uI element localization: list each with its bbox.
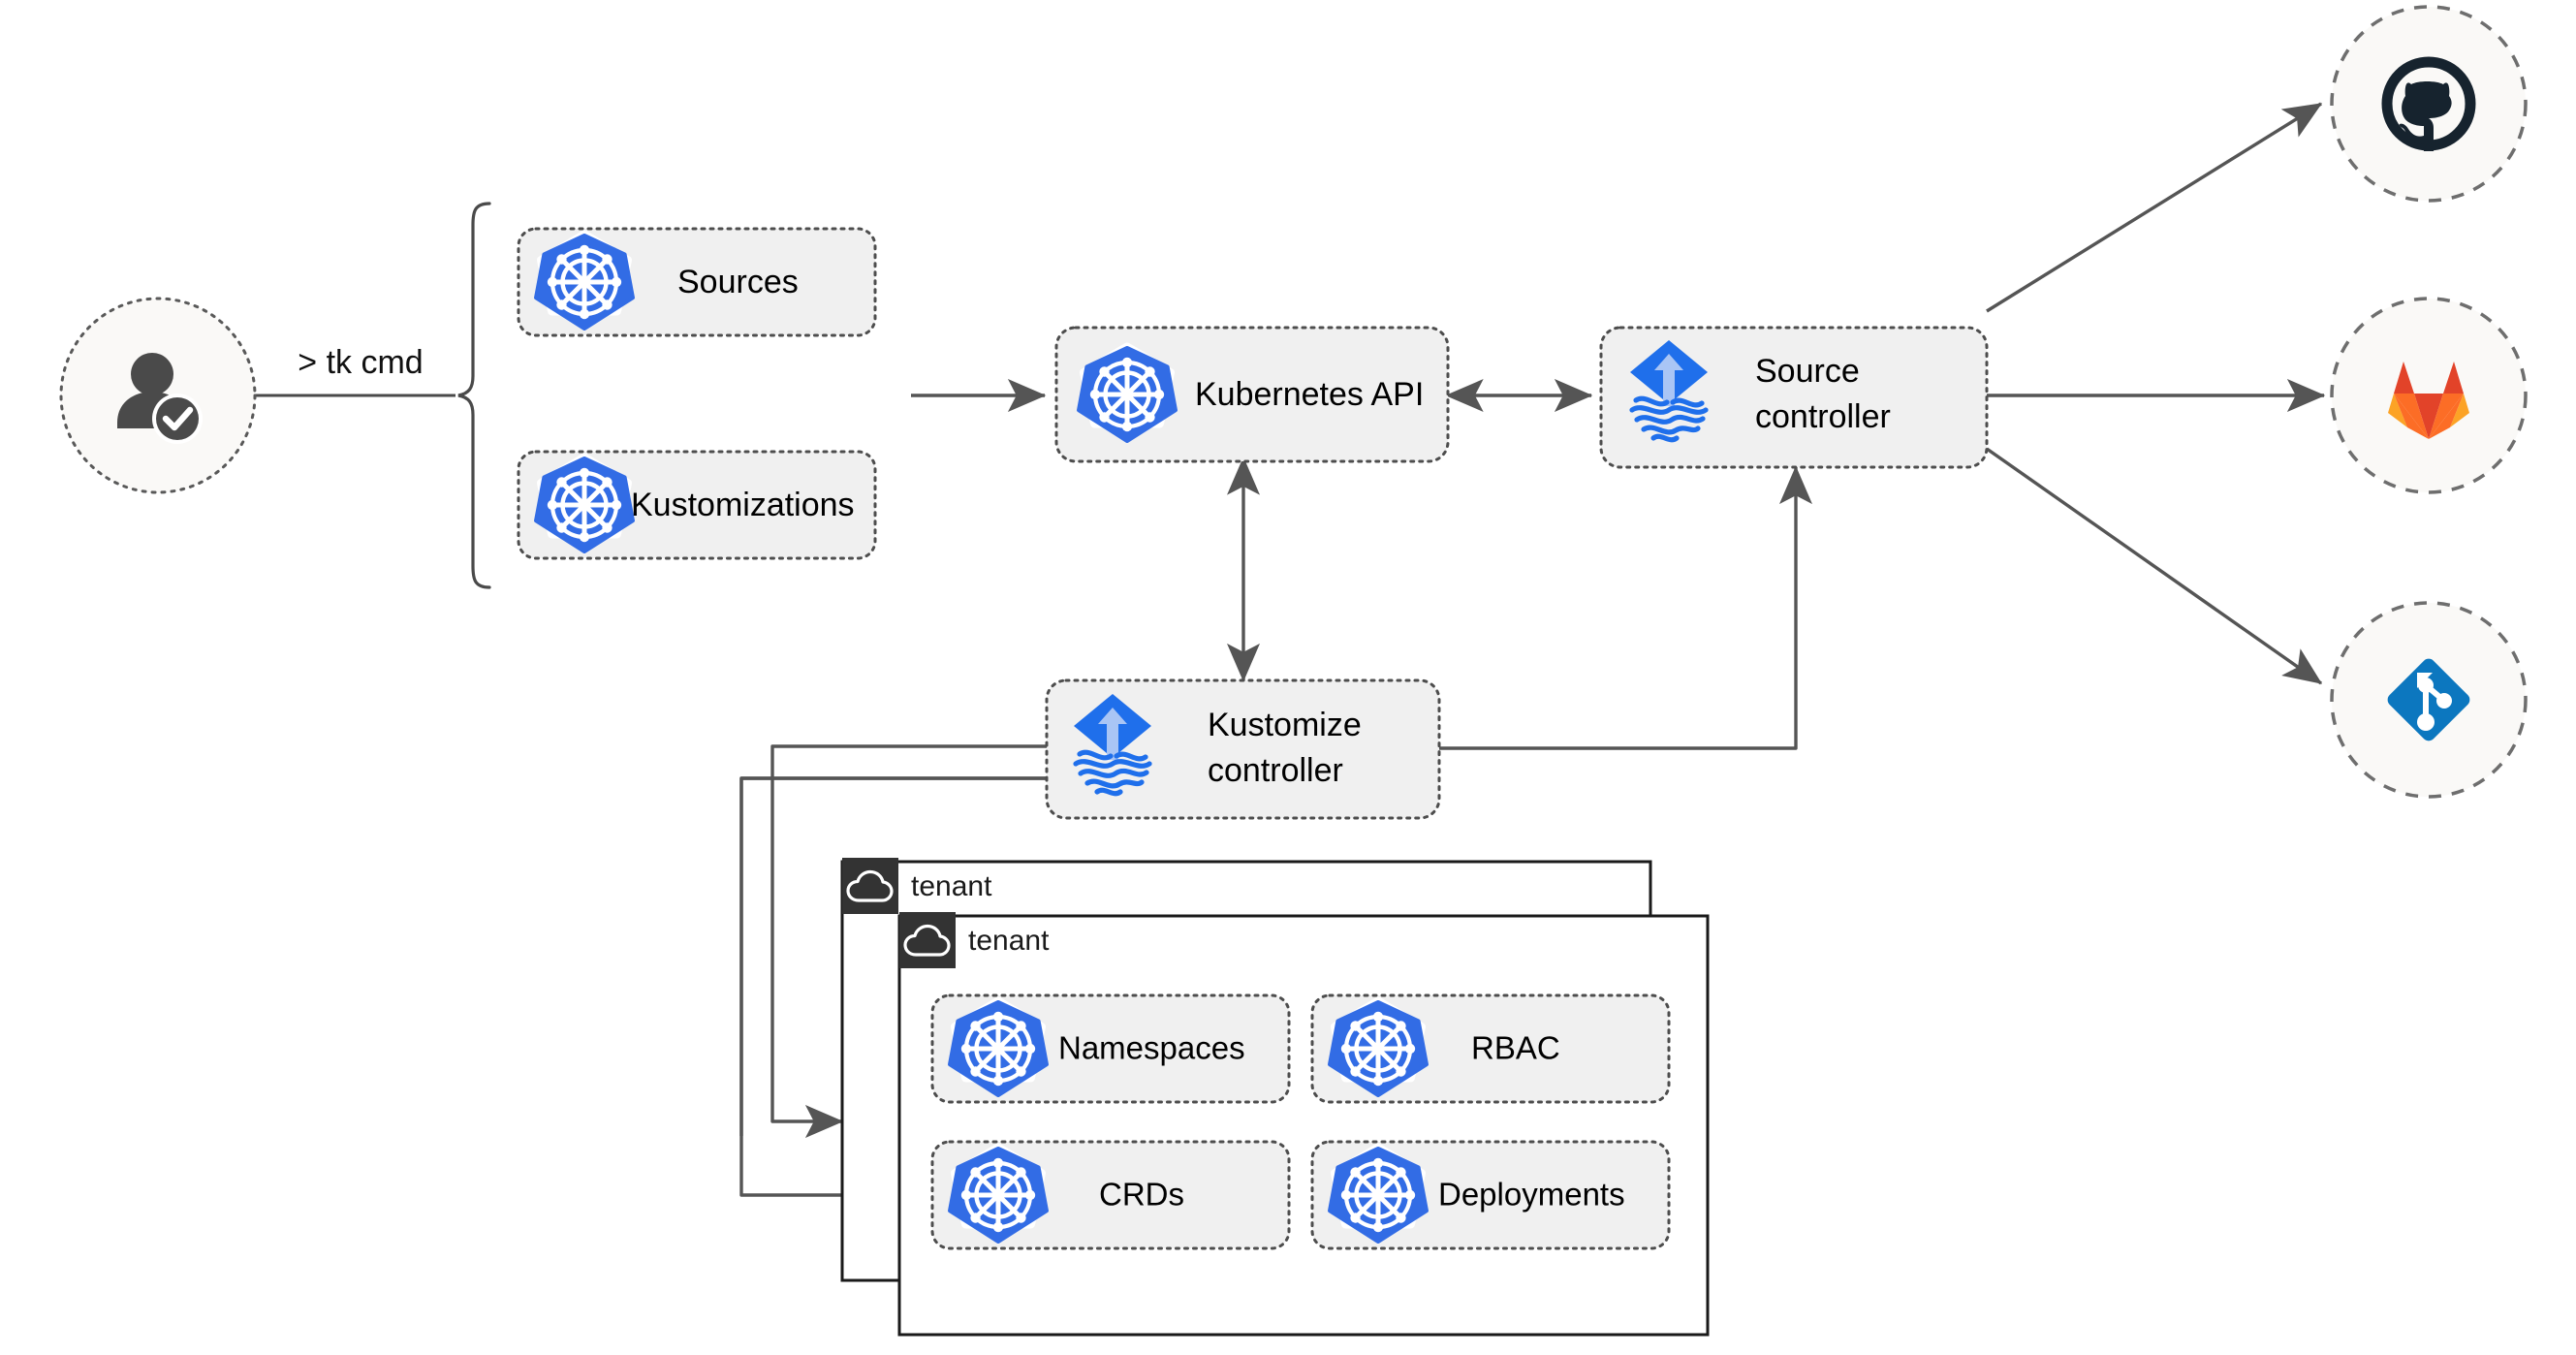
node-source-controller[interactable]: Source controller (1599, 326, 1989, 469)
resource-box-namespaces[interactable]: Namespaces (930, 993, 1291, 1104)
crd-box-sources[interactable]: Sources (517, 227, 877, 337)
user-actor[interactable] (59, 297, 257, 494)
connector-kustomize-to-tenant-back (770, 744, 1052, 1139)
crd-box-kustomizations[interactable]: Kustomizations (517, 450, 877, 560)
connector-kustomize-to-source-controller (1439, 465, 1813, 750)
tenant-label-front: tenant (968, 925, 1050, 957)
tenant-label-back: tenant (911, 870, 992, 902)
resource-label-namespaces: Namespaces (1058, 1030, 1245, 1066)
resource-label-deployments: Deployments (1438, 1177, 1625, 1213)
connector-source-controller-to-github (1986, 102, 2323, 313)
node-label-source-controller-line2: controller (1755, 398, 1891, 435)
resource-box-rbac[interactable]: RBAC (1310, 993, 1671, 1104)
node-label-kustomize-controller-line1: Kustomize (1208, 707, 1362, 743)
crd-label-sources: Sources (677, 264, 799, 300)
git-provider-github[interactable] (2330, 5, 2528, 203)
node-label-source-controller-line1: Source (1755, 353, 1860, 390)
git-provider-azure-repos[interactable] (2330, 601, 2528, 799)
connector-kustomize-to-tenant-front (739, 776, 1052, 1213)
node-kustomize-controller[interactable]: Kustomize controller (1045, 678, 1441, 820)
crd-label-kustomizations: Kustomizations (631, 487, 855, 523)
node-kubernetes-api[interactable]: Kubernetes API (1054, 326, 1450, 463)
resource-label-crds: CRDs (1099, 1177, 1184, 1213)
resource-label-rbac: RBAC (1471, 1030, 1560, 1066)
crd-group-brace (457, 202, 491, 589)
connector-source-controller-to-azure-repos (1986, 447, 2323, 685)
git-provider-gitlab[interactable] (2330, 297, 2528, 494)
node-label-kubernetes-api: Kubernetes API (1195, 376, 1424, 413)
node-label-kustomize-controller-line2: controller (1208, 752, 1343, 789)
command-label: > tk cmd (298, 344, 423, 381)
resource-box-crds[interactable]: CRDs (930, 1140, 1291, 1250)
resource-box-deployments[interactable]: Deployments (1310, 1140, 1671, 1250)
tenant-box-front[interactable]: tenant Namespaces RBAC CRDs Deployments (897, 912, 1710, 1337)
